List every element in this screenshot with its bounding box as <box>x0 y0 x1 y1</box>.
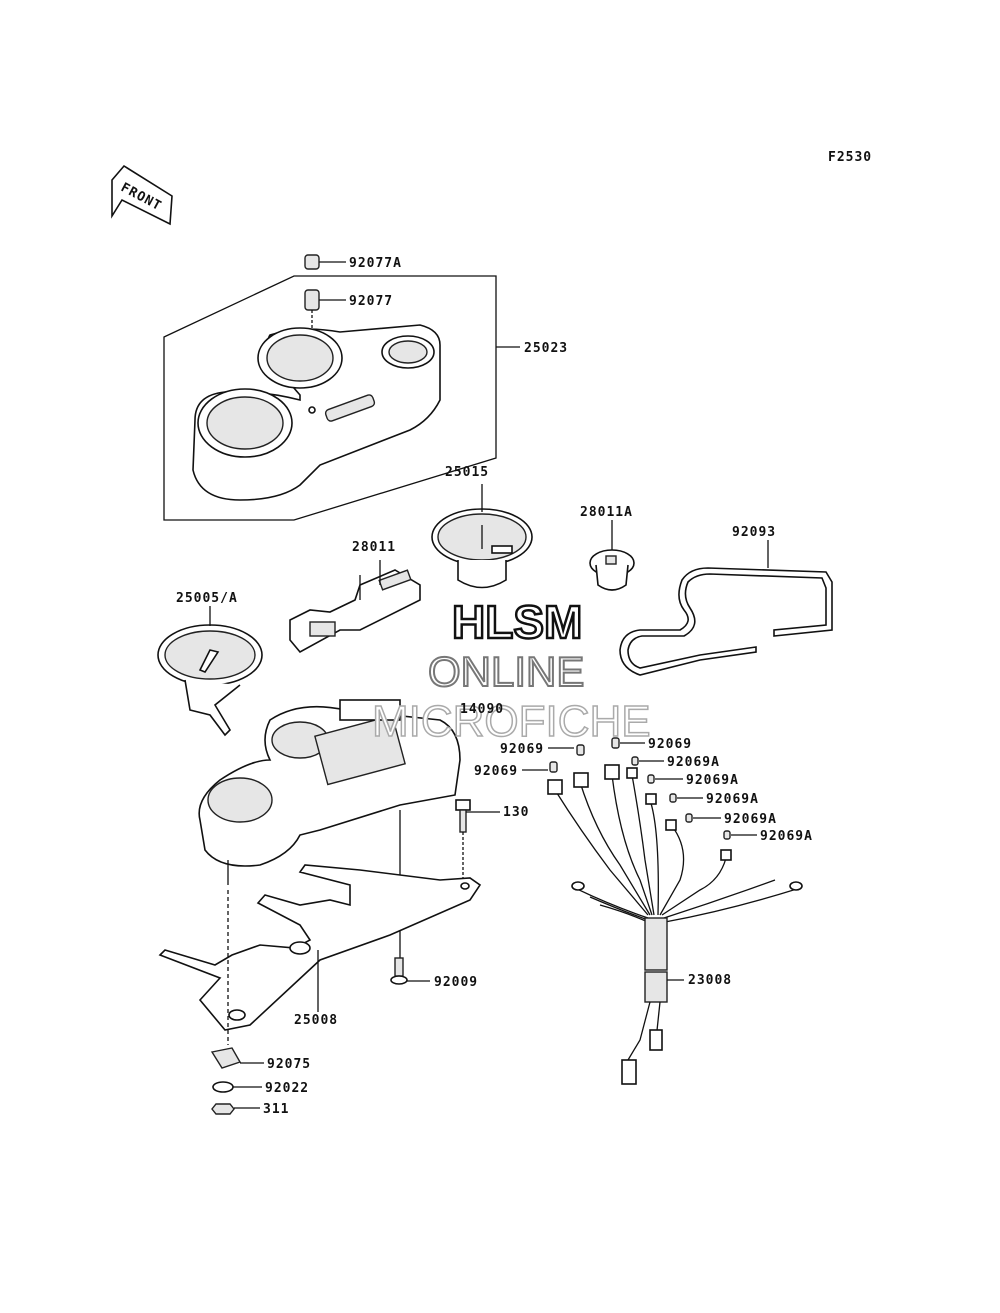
part-label: 92069A <box>667 755 720 770</box>
gauge-25015 <box>431 484 533 589</box>
watermark-line1: HLSM <box>452 596 582 648</box>
part-label: 25008 <box>294 1013 338 1028</box>
gauge-28011a <box>589 520 635 591</box>
part-label: 92069A <box>686 773 739 788</box>
part-label: 23008 <box>688 973 732 988</box>
bracket-25008 <box>158 864 482 1031</box>
bolt-92009 <box>390 957 430 985</box>
part-label: 25005/A <box>176 591 238 606</box>
assembly-box <box>163 275 497 521</box>
nut-311 <box>211 1103 260 1115</box>
part-label: 92077 <box>349 294 393 309</box>
gauge-25005a <box>157 606 263 737</box>
washer-92022 <box>212 1081 262 1093</box>
part-label: 92069A <box>706 792 759 807</box>
part-label: 130 <box>503 805 529 820</box>
part-label: 92069A <box>760 829 813 844</box>
part-label: 92069A <box>724 812 777 827</box>
part-label: 92069 <box>648 737 692 752</box>
part-label: 92075 <box>267 1057 311 1072</box>
part-label: 25015 <box>445 465 489 480</box>
part-label: 25023 <box>524 341 568 356</box>
part-label: 14090 <box>460 702 504 717</box>
part-label: 92077A <box>349 256 402 271</box>
harness-23008 <box>547 764 803 1085</box>
grommet-92075 <box>210 1047 264 1069</box>
cap-92077a <box>304 254 346 270</box>
screw-130 <box>455 799 500 885</box>
housing-14090 <box>198 699 461 962</box>
part-label: 311 <box>263 1102 289 1117</box>
figure-code: F2530 <box>828 150 872 165</box>
meter-cover-25023 <box>192 324 520 501</box>
front-arrow-icon: FRONT <box>111 164 173 226</box>
bracket-28011 <box>289 560 421 654</box>
watermark-line3: MICROFICHE <box>372 697 651 746</box>
part-label: 92093 <box>732 525 776 540</box>
part-label: 92069 <box>500 742 544 757</box>
part-label: 92022 <box>265 1081 309 1096</box>
part-label: 28011 <box>352 540 396 555</box>
watermark-line2: ONLINE <box>428 648 584 695</box>
bulb-sockets <box>522 737 757 840</box>
part-label: 92009 <box>434 975 478 990</box>
part-label: 92069 <box>474 764 518 779</box>
seal-strip-92093 <box>619 540 833 676</box>
part-label: 28011A <box>580 505 633 520</box>
